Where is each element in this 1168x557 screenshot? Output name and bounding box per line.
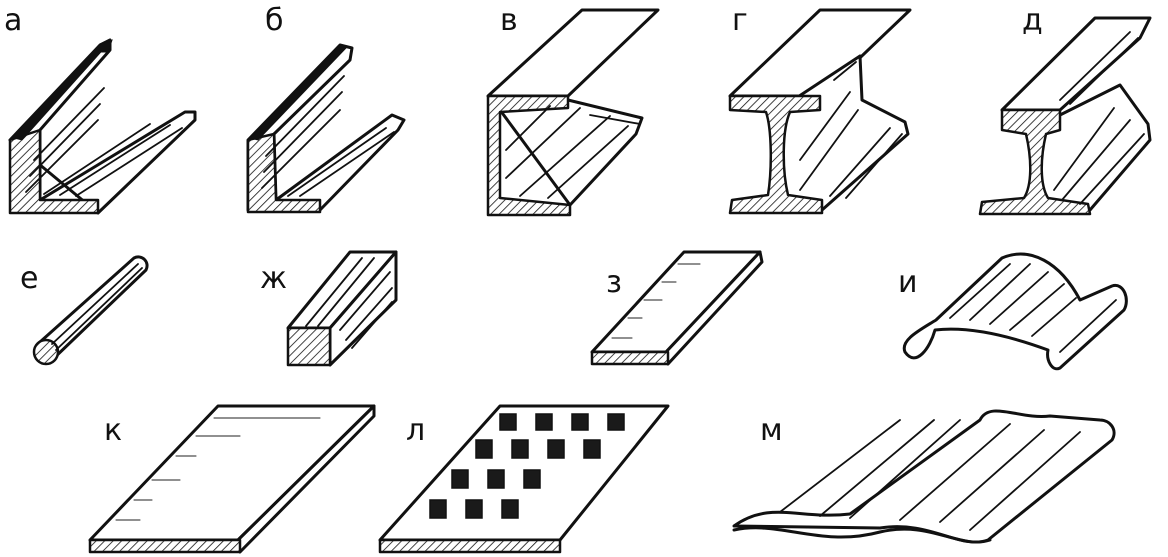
label-zh: ж xyxy=(260,261,287,296)
profile-round-bar-e: е xyxy=(20,255,149,366)
ticks-k xyxy=(115,417,321,521)
hatching-a xyxy=(25,87,183,197)
hatching-d xyxy=(1053,31,1145,205)
profile-mesh-sheet-l: л xyxy=(378,404,670,554)
label-v: в xyxy=(500,3,518,38)
profile-rail-d: д xyxy=(978,3,1152,216)
profile-square-bar-zh: ж xyxy=(260,250,398,367)
hatching-b xyxy=(261,75,395,197)
label-l: л xyxy=(406,413,425,448)
profile-equal-angle-a: а xyxy=(4,3,197,215)
hatching-g xyxy=(799,61,903,199)
profile-sheet-k: к xyxy=(88,404,376,554)
label-a: а xyxy=(4,3,22,38)
label-b: б xyxy=(265,3,284,38)
label-e: е xyxy=(20,261,38,296)
profile-unequal-angle-b: б xyxy=(246,3,406,214)
profile-corrugated-sheet-m: м xyxy=(732,409,1116,544)
profile-bent-hat-i: и xyxy=(898,252,1128,371)
profile-flat-strip-z: з xyxy=(590,250,764,366)
label-m: м xyxy=(760,413,783,448)
profile-channel-v: в xyxy=(486,3,660,217)
mesh-holes-l xyxy=(429,413,625,519)
hatching-i xyxy=(949,263,1117,353)
hatching-v xyxy=(505,105,641,199)
label-k: к xyxy=(104,413,122,448)
hatching-m xyxy=(779,419,1081,531)
label-z: з xyxy=(606,265,622,300)
label-i: и xyxy=(898,265,918,300)
label-d: д xyxy=(1022,3,1043,38)
ticks-z xyxy=(611,263,701,339)
profile-i-beam-g: г xyxy=(728,3,912,215)
hatching-zh xyxy=(305,257,393,349)
label-g: г xyxy=(732,3,748,38)
